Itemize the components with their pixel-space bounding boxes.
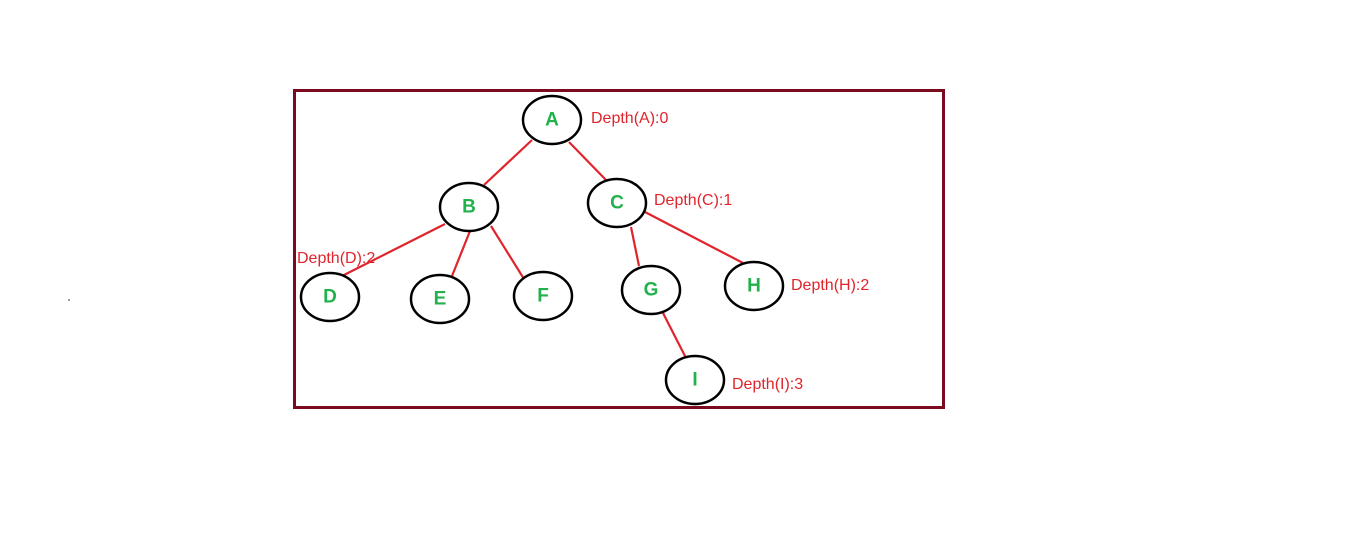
node-circle-f <box>512 270 574 322</box>
node-label-h: H <box>747 276 761 297</box>
node-circle-c <box>586 177 648 229</box>
depth-label-a: Depth(A):0 <box>591 110 668 127</box>
depth-label-h: Depth(H):2 <box>791 277 869 294</box>
node-label-f: F <box>537 286 549 307</box>
edge-c-g <box>629 226 641 267</box>
node-circle-g <box>620 264 682 316</box>
node-e: E <box>409 273 471 325</box>
depth-label-i: Depth(I):3 <box>732 376 803 393</box>
node-label-d: D <box>323 287 337 308</box>
edge-b-e <box>450 230 472 277</box>
node-circle-b <box>438 181 500 233</box>
edge-a-b <box>483 139 533 186</box>
node-circle-d <box>299 271 361 323</box>
node-a: A <box>521 94 583 146</box>
node-d: D <box>299 271 361 323</box>
node-label-a: A <box>545 110 559 131</box>
node-h: H <box>723 260 785 312</box>
edge-b-d <box>341 223 446 277</box>
depth-label-d: Depth(D):2 <box>297 250 375 267</box>
node-f: F <box>512 270 574 322</box>
node-label-g: G <box>644 280 659 301</box>
node-label-c: C <box>610 193 624 214</box>
stray-dot <box>68 299 70 301</box>
node-label-b: B <box>462 197 476 218</box>
node-circle-e <box>409 273 471 325</box>
node-c: C <box>586 177 648 229</box>
depth-label-c: Depth(C):1 <box>654 192 732 209</box>
edge-g-i <box>662 312 687 359</box>
node-i: I <box>664 354 726 406</box>
edge-b-f <box>490 225 525 280</box>
edges-layer <box>341 139 744 359</box>
node-g: G <box>620 264 682 316</box>
node-label-i: I <box>692 370 697 391</box>
node-circle-a <box>521 94 583 146</box>
edge-c-h <box>644 211 744 264</box>
edge-a-c <box>568 141 607 181</box>
node-circle-i <box>664 354 726 406</box>
diagram-frame <box>293 89 945 409</box>
depth-labels-layer: Depth(A):0Depth(C):1Depth(D):2Depth(H):2… <box>297 110 869 393</box>
nodes-layer: A B C D E F G H I <box>299 94 785 406</box>
node-label-e: E <box>434 289 447 310</box>
node-circle-h <box>723 260 785 312</box>
node-b: B <box>438 181 500 233</box>
